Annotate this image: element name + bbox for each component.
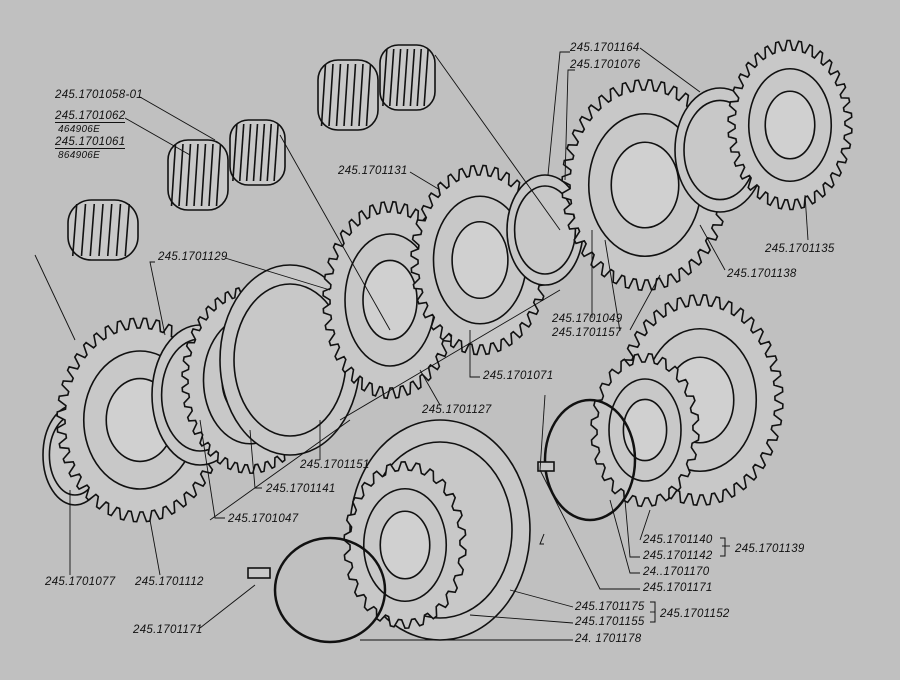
key-1701171 (537, 461, 555, 472)
needle-bearing-roller (259, 123, 266, 182)
key-1701171 (247, 567, 271, 579)
part-label: 245.1701157 (552, 327, 622, 339)
needle-bearing (167, 139, 229, 211)
part-label: 245.1701058-01 (55, 89, 143, 101)
spring-ring-1701178 (273, 536, 387, 644)
part-label: 245.1701077 (45, 576, 116, 588)
needle-bearing-roller (185, 143, 192, 207)
hub-1701175-rim (362, 487, 448, 603)
needle-bearing-roller (215, 143, 222, 207)
needle-bearing-roller (115, 203, 122, 257)
needle-bearing (229, 119, 286, 186)
needle-bearing-roller (335, 63, 342, 127)
hub-1701140-rim (608, 378, 682, 482)
part-label: 245.1701047 (228, 513, 299, 525)
gear-1701131-bore (451, 220, 509, 300)
needle-bearing-roller (106, 203, 113, 257)
part-label: 245.1701112 (135, 576, 204, 588)
part-label: 245.1701142 (643, 550, 713, 562)
part-label: 245.1701152 (660, 608, 730, 620)
part-label: 245.1701135 (765, 243, 835, 255)
gear-1701127-bore (362, 259, 418, 341)
synchro-ring-1701049-inner (513, 185, 577, 275)
part-label: 245.1701062 (55, 110, 126, 123)
needle-bearing-roller (232, 123, 238, 182)
gear-1701135-bore (764, 90, 816, 160)
needle-bearing-roller (178, 143, 184, 207)
needle-bearing-roller (266, 123, 273, 182)
needle-bearing-roller (365, 63, 372, 127)
part-label: 245.1701151 (300, 459, 370, 471)
gear-1701138-bore (610, 141, 680, 229)
needle-bearing-roller (245, 123, 252, 182)
needle-bearing-roller (98, 203, 104, 257)
part-label: 245.1701139 (735, 543, 805, 555)
needle-bearing-roller (416, 48, 423, 107)
needle-bearing-roller (200, 143, 207, 207)
needle-bearing-roller (343, 63, 349, 127)
part-label: 245.1701140 (643, 534, 713, 546)
needle-bearing-roller (320, 63, 327, 127)
needle-bearing-roller (350, 63, 357, 127)
needle-bearing-roller (193, 143, 199, 207)
needle-bearing (67, 199, 139, 261)
needle-bearing-roller (388, 48, 395, 107)
part-label: 245.1701141 (266, 483, 336, 495)
part-label: 245.1701164 (570, 42, 640, 54)
needle-bearing-roller (238, 123, 245, 182)
part-label: 464906E (58, 124, 101, 135)
needle-bearing-roller (71, 203, 78, 257)
hub-1701175-bore (379, 510, 431, 580)
needle-bearing-roller (273, 123, 279, 182)
needle-bearing-roller (402, 48, 409, 107)
part-label: 245.1701155 (575, 616, 645, 628)
part-label: 245.1701129 (158, 251, 228, 263)
needle-bearing-roller (170, 143, 177, 207)
needle-bearing-roller (89, 203, 96, 257)
needle-bearing (317, 59, 379, 131)
part-label: 245.1701171 (133, 624, 203, 636)
part-label: 24..1701170 (643, 566, 710, 578)
needle-bearing-roller (395, 48, 402, 107)
part-label: 245.1701076 (570, 59, 641, 71)
part-label: 245.1701061 (55, 136, 126, 149)
part-label: 245.1701127 (422, 404, 492, 416)
needle-bearing-roller (358, 63, 364, 127)
part-label: 245.1701071 (483, 370, 554, 382)
needle-bearing-roller (328, 63, 334, 127)
part-label: 245.1701175 (575, 601, 645, 613)
needle-bearing-roller (208, 143, 214, 207)
part-label: 24. 1701178 (575, 633, 642, 645)
needle-bearing-roller (409, 48, 416, 107)
needle-bearing (379, 44, 436, 111)
part-label: 245.1701049 (552, 313, 623, 325)
needle-bearing-roller (124, 203, 131, 257)
needle-bearing-roller (423, 48, 429, 107)
needle-bearing-roller (252, 123, 259, 182)
part-label: 864906E (58, 150, 101, 161)
part-label: 245.1701138 (727, 268, 797, 280)
part-label: 245.1701171 (643, 582, 713, 594)
needle-bearing-roller (80, 203, 87, 257)
gear-1701135-rim (747, 67, 833, 183)
needle-bearing-roller (382, 48, 388, 107)
part-label: 245.1701131 (338, 165, 408, 177)
spring-ring-1701170 (543, 398, 637, 522)
